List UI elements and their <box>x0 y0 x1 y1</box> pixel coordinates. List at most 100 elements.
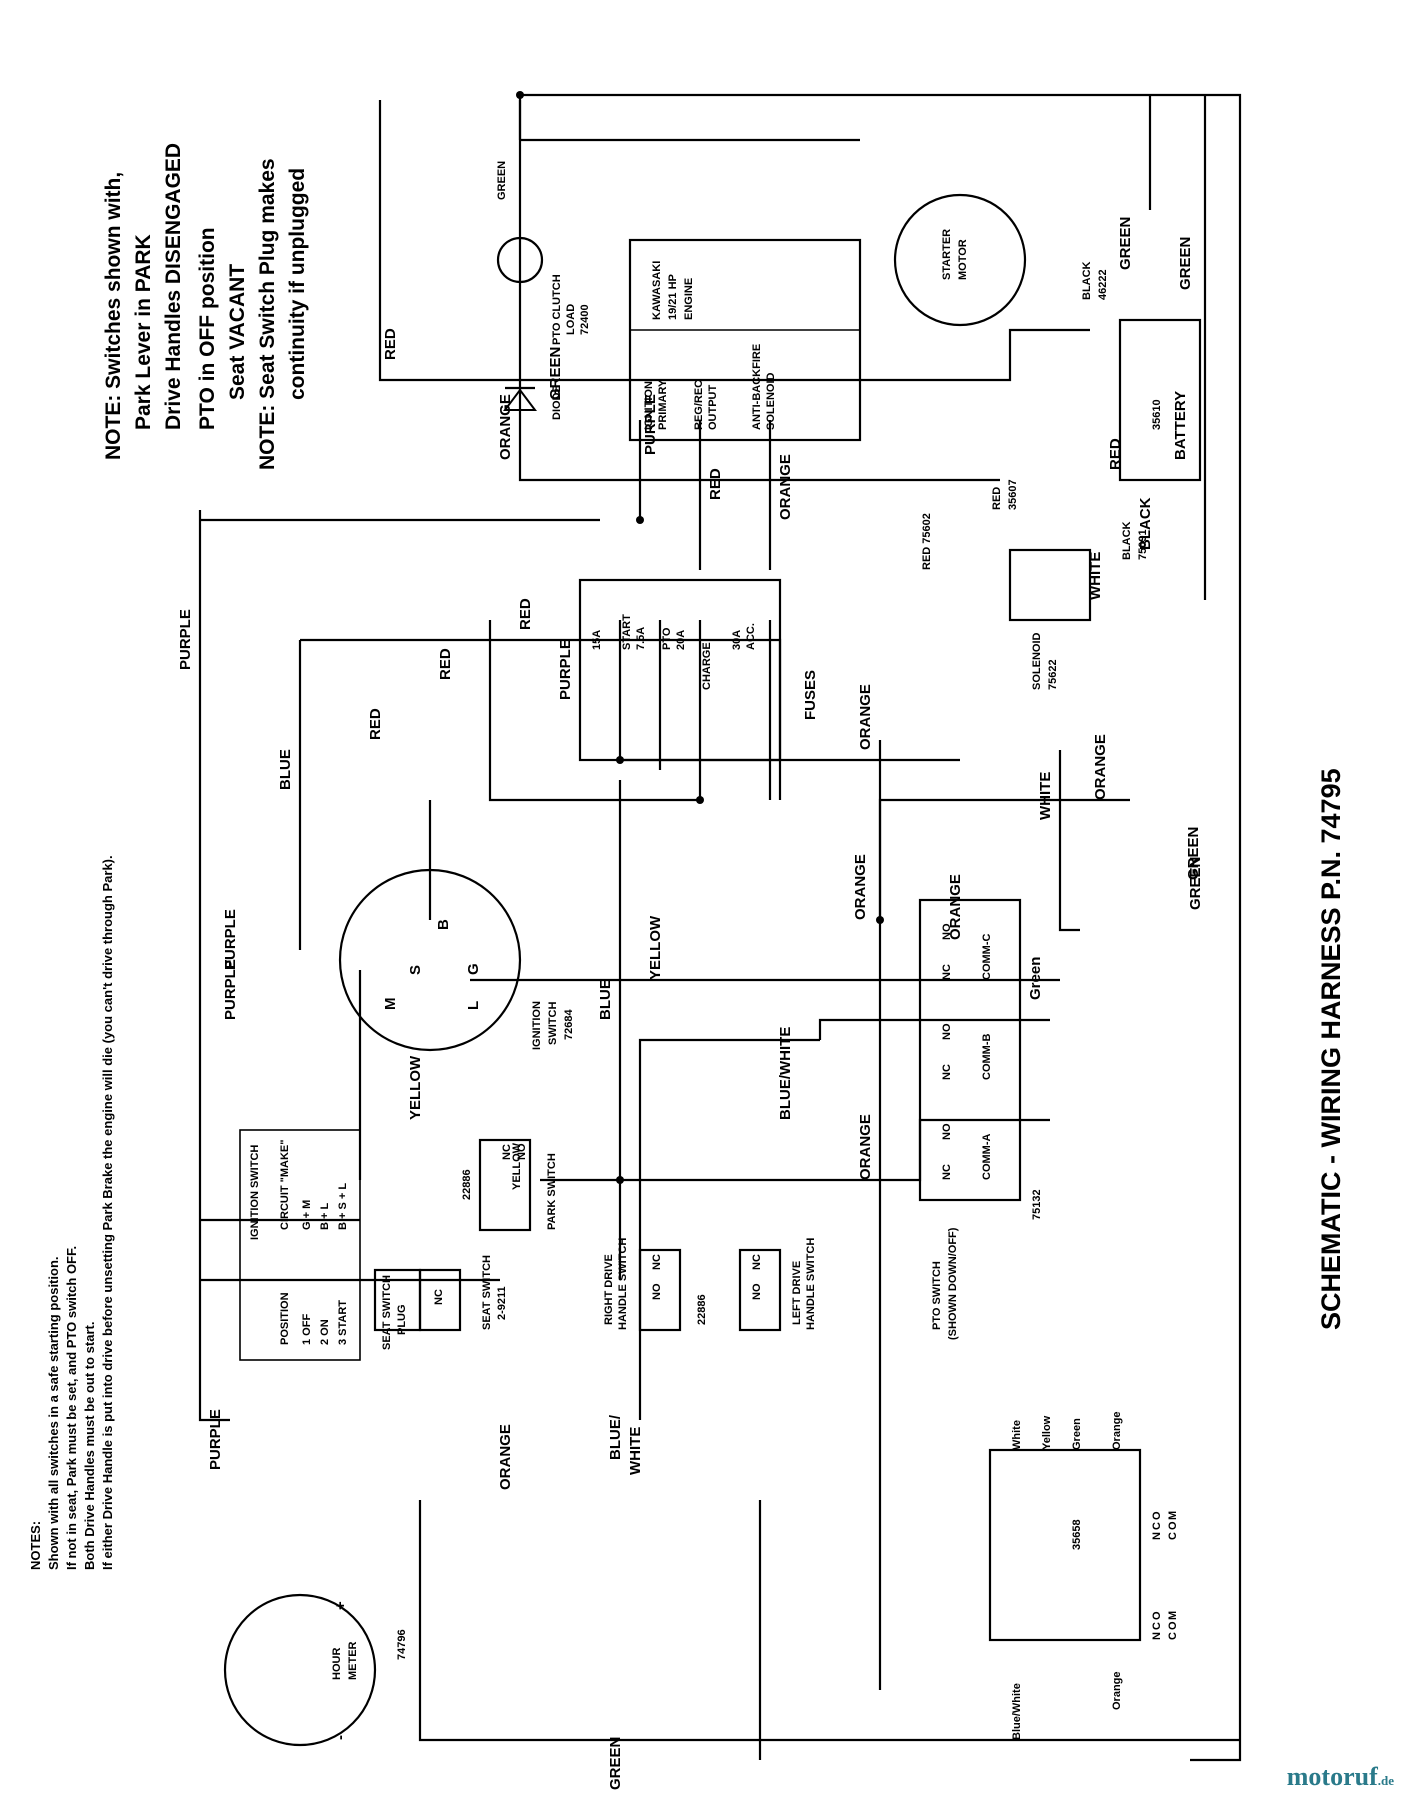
pto-clutch-coil <box>496 236 544 284</box>
hour-meter-label: METER <box>347 1641 359 1680</box>
pto-detail-label: Orange <box>1111 1411 1123 1450</box>
fuses: 15A START 7.5A PTO 20A CHARGE 30A ACC. F… <box>578 578 819 762</box>
ignition-table: IGNITION SWITCH POSITION CIRCUIT "MAKE" … <box>239 1129 361 1361</box>
seat-plug-label: SEAT SWITCH <box>381 1275 393 1350</box>
diode-symbol <box>503 388 537 411</box>
pto-detail-code: O <box>1167 1521 1179 1530</box>
left-drive-label: LEFT DRIVE <box>791 1261 803 1325</box>
pto-comm: COMM-B <box>981 1034 993 1080</box>
pto-clutch-label: PTO CLUTCH <box>551 274 563 345</box>
wire-label-white: WHITE <box>1037 772 1054 820</box>
ign-term-m: M <box>382 998 399 1011</box>
wire-green-top <box>520 93 1242 1762</box>
pto-contact: NO <box>941 1023 953 1040</box>
pto-detail-label: Green <box>1071 1418 1083 1450</box>
wire-label-green: GREEN <box>1177 237 1194 290</box>
battery-label: BATTERY <box>1172 391 1189 460</box>
pto-detail-code: M <box>1167 1511 1179 1520</box>
engine-term: REG/REC <box>693 380 705 430</box>
seat-switch: SEAT SWITCH 2-9211 NC SEAT SWITCH PLUG <box>373 1255 508 1350</box>
wire-label-green: GREEN <box>1187 857 1204 910</box>
pto-detail-label: Orange <box>1111 1671 1123 1710</box>
wire-label-red: RED <box>517 598 534 630</box>
wire-label-green: GREEN <box>607 1737 624 1790</box>
ignition-switch-circle <box>338 868 522 1052</box>
wire-orange-right <box>878 798 1130 920</box>
fuse-label: 7.5A <box>635 627 647 650</box>
right-drive-label: RIGHT DRIVE <box>603 1254 615 1325</box>
hour-meter-num: 74796 <box>396 1629 408 1660</box>
wire-label-red: RED <box>367 708 384 740</box>
pto-detail-label: Yellow <box>1041 1415 1053 1450</box>
pto-clutch-label: 72400 <box>579 304 591 335</box>
pto-contact: NC <box>941 1164 953 1180</box>
wire-label-red: RED <box>707 468 724 500</box>
ign-table-header: CIRCUIT "MAKE" <box>279 1140 291 1230</box>
wire-label-blue: BLUE <box>277 749 294 790</box>
starter-circle <box>893 193 1027 327</box>
wire-label-blue-white: BLUE/WHITE <box>777 1027 794 1120</box>
wire-label-red: RED <box>1107 438 1124 470</box>
wire-label-purple: PURPLE <box>222 909 239 970</box>
pto-contact: NO <box>941 1123 953 1140</box>
right-drive-label: HANDLE SWITCH <box>617 1238 629 1330</box>
ign-term-s: S <box>407 965 424 975</box>
fuse-label: 20A <box>675 630 687 650</box>
park-no: NO <box>516 1143 528 1160</box>
engine-label: KAWASAKI <box>651 261 663 320</box>
engine-label: ENGINE <box>683 278 695 320</box>
starter-motor: STARTER MOTOR <box>893 193 1027 327</box>
starter-label: MOTOR <box>957 239 969 280</box>
ign-label: 72684 <box>563 1009 575 1040</box>
park-nc: NC <box>501 1144 513 1160</box>
drive-num: 22886 <box>696 1294 708 1325</box>
pto-detail-code: O <box>1151 1611 1163 1620</box>
wire-label-orange: ORANGE <box>852 854 869 920</box>
pto-contact: NC <box>941 964 953 980</box>
junction-dot <box>876 916 884 924</box>
ign-table-box <box>239 1129 361 1361</box>
note-line: Drive Handles DISENGAGED <box>162 143 185 430</box>
wire-orange-diode <box>518 100 1000 482</box>
wire-label-purple: PURPLE <box>222 959 239 1020</box>
starter-label: STARTER <box>941 229 953 280</box>
note-line: Park Lever in PARK <box>132 234 155 430</box>
pto-clutch: PTO CLUTCH LOAD 72400 GREEN <box>496 161 591 345</box>
engine-label: 19/21 HP <box>667 274 679 320</box>
ign-table-cell: 2 ON <box>319 1319 331 1345</box>
park-switch-label: 22886 <box>461 1169 473 1200</box>
pto-switch-title: (SHOWN DOWN/OFF) <box>947 1227 959 1340</box>
wire-label-purple: PURPLE <box>207 1409 224 1470</box>
diagram-title: SCHEMATIC - WIRING HARNESS P.N. 74795 <box>1316 768 1346 1330</box>
bottom-notes: NOTES: Shown with all switches in a safe… <box>28 855 115 1570</box>
pto-contact: NO <box>941 923 953 940</box>
wire-label-green: GREEN <box>547 347 564 400</box>
right-no: NO <box>651 1283 663 1300</box>
solenoid-box <box>1008 548 1092 622</box>
wire-white <box>1058 750 1080 932</box>
wire-label-orange: ORANGE <box>947 874 964 940</box>
pto-switch-title: PTO SWITCH <box>931 1261 943 1330</box>
watermark: motoruf.de <box>1286 1762 1394 1791</box>
engine-term: PRIMARY <box>657 379 669 430</box>
engine-term: OUTPUT <box>707 385 719 431</box>
seat-switch-label: SEAT SWITCH <box>481 1255 493 1330</box>
note-line: NOTE: Seat Switch Plug makes <box>256 158 279 470</box>
wire-label-purple: PURPLE <box>642 394 659 455</box>
red-35607: RED <box>991 487 1003 510</box>
ign-table-header: IGNITION SWITCH <box>249 1145 261 1240</box>
diode: DIODE <box>503 385 563 420</box>
hour-meter-label: HOUR <box>331 1648 343 1680</box>
wire-blue-white <box>818 1018 1050 1040</box>
solenoid-ground: 75091 <box>1137 529 1149 560</box>
battery-label: 35610 <box>1151 399 1163 430</box>
pto-detail-code: N <box>1151 1632 1163 1640</box>
ign-term-g: G <box>465 963 482 975</box>
notes-line: If not in seat, Park must be set, and PT… <box>64 1246 79 1570</box>
ign-table-cell: B + L <box>319 1203 331 1230</box>
ign-table-cell: G + M <box>301 1200 313 1230</box>
fuse-label: ACC. <box>745 623 757 650</box>
wire-label-green-lower: Green <box>1027 957 1044 1000</box>
ign-term-l: L <box>465 1001 482 1010</box>
